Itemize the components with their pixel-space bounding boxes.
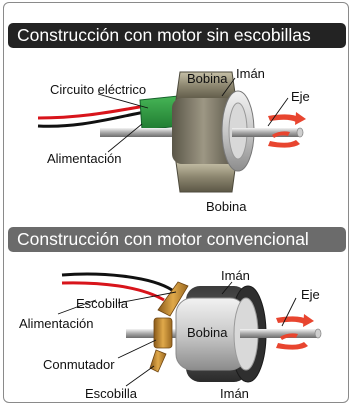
brush-top: [157, 281, 189, 317]
shaft-right-2: [240, 329, 318, 338]
label-bobina-center: Bobina: [187, 325, 228, 340]
rotation-arrow-top: [268, 112, 306, 148]
label-conmutador: Conmutador: [43, 357, 115, 372]
shaft-right: [232, 128, 300, 137]
shaft-left: [100, 128, 180, 137]
label-escobilla-bottom: Escobilla: [85, 386, 138, 401]
commutator: [153, 317, 173, 349]
label-escobilla-top: Escobilla: [76, 296, 129, 311]
brush-bottom: [149, 349, 167, 373]
label-iman-lower: Imán: [220, 386, 249, 401]
label-circuito: Circuito eléctrico: [50, 82, 147, 97]
section-title-brushless: Construcción con motor sin escobillas: [8, 23, 346, 48]
label-eje-bottom: Eje: [301, 287, 320, 302]
section-title-conventional: Construcción con motor convencional: [8, 227, 346, 252]
label-alimentacion-top: Alimentación: [47, 151, 122, 166]
label-eje-top: Eje: [291, 89, 310, 104]
coil-bottom: [175, 161, 237, 193]
power-wire-red: [37, 104, 146, 120]
brushless-motor: [37, 71, 306, 193]
label-bobina-bottom: Bobina: [206, 199, 247, 214]
label-bobina-top: Bobina: [187, 71, 228, 86]
conventional-motor: [57, 272, 322, 387]
label-iman-top: Imán: [236, 66, 265, 81]
power-wire-black: [37, 110, 146, 128]
power-wire-black-2: [61, 272, 173, 292]
label-alimentacion-bottom: Alimentación: [19, 316, 94, 331]
label-iman-upper: Imán: [221, 268, 250, 283]
